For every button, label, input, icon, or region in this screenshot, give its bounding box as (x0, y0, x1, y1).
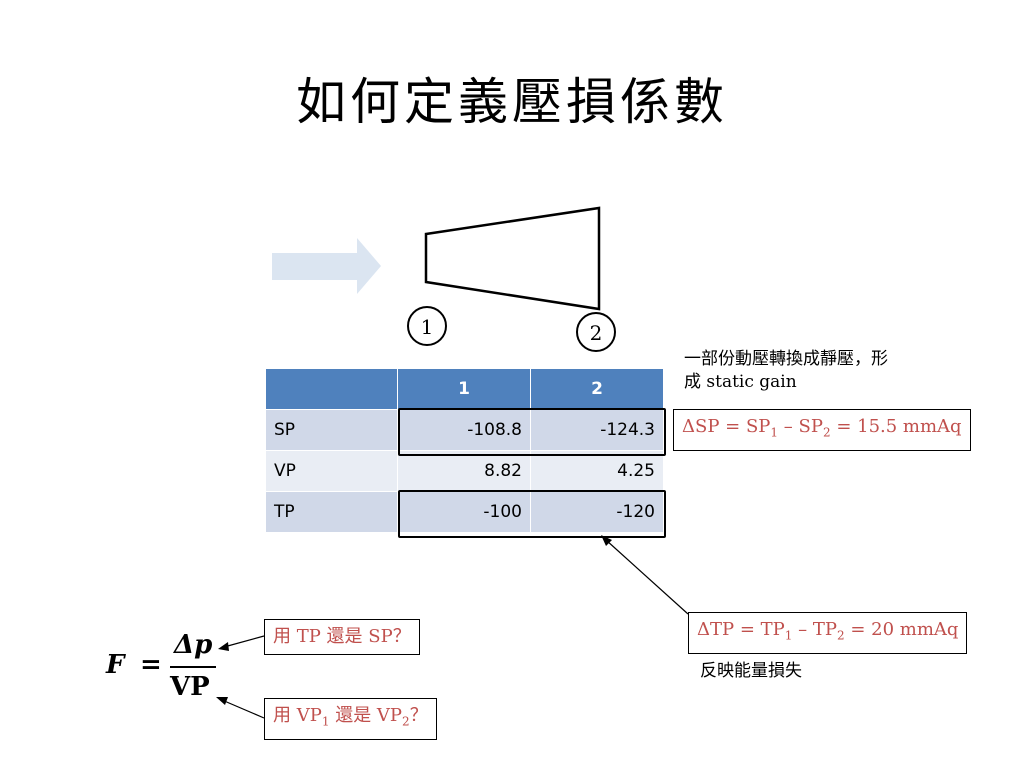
table-header-cell: 2 (530, 368, 664, 410)
table-cell: 4.25 (530, 450, 664, 492)
static-gain-line-1: 一部份動壓轉換成靜壓，形 (684, 349, 888, 369)
formula-denominator: VP (170, 672, 210, 702)
table-row: SP -108.8 -124.3 (265, 409, 664, 451)
station-1-label: 1 (421, 315, 434, 339)
table-header-row: 1 2 (265, 368, 664, 410)
delta-sp-equation: ΔSP = SP1 – SP2 = 15.5 mmAq (673, 409, 971, 451)
row-label: SP (265, 409, 398, 451)
delta-sp-part: – SP (778, 416, 823, 437)
energy-loss-note: 反映能量損失 (700, 661, 802, 681)
dp-pointer-line (223, 635, 265, 648)
delta-sp-part: = 15.5 mmAq (830, 416, 962, 437)
delta-sp-sub: 2 (822, 425, 831, 440)
vp-question-part: ？ (409, 705, 428, 726)
vp-question: 用 VP1 還是 VP2？ (264, 698, 437, 740)
page-title: 如何定義壓損係數 (296, 73, 728, 131)
row-label: TP (265, 491, 398, 533)
delta-sp-sub: 1 (770, 425, 779, 440)
station-2-label: 2 (590, 321, 603, 345)
table-row: VP 8.82 4.25 (265, 450, 664, 492)
delta-tp-sub: 2 (836, 628, 845, 643)
dp-pointer-arrowhead-icon (218, 642, 229, 651)
flow-arrow-icon (272, 238, 381, 294)
delta-sp-part: ΔSP = SP (682, 416, 771, 437)
formula-f: F (106, 650, 125, 680)
delta-tp-part: ΔTP = TP (697, 619, 785, 640)
delta-tp-part: = 20 mmAq (844, 619, 959, 640)
static-gain-note: 一部份動壓轉換成靜壓，形 成 static gain (684, 348, 888, 394)
delta-tp-equation: ΔTP = TP1 – TP2 = 20 mmAq (688, 612, 968, 654)
vp-pointer-line (221, 699, 265, 719)
formula-numerator: Δp (174, 630, 213, 660)
table-cell: -100 (397, 491, 531, 533)
diffuser-shape (424, 206, 601, 311)
table-cell: 8.82 (397, 450, 531, 492)
tp-or-sp-question: 用 TP 還是 SP？ (264, 619, 420, 655)
station-1-marker (407, 306, 447, 346)
row-label: VP (265, 450, 398, 492)
delta-tp-sub: 1 (784, 628, 793, 643)
vp-question-part: 還是 VP (329, 705, 403, 726)
table-row: TP -100 -120 (265, 491, 664, 533)
delta-tp-part: – TP (792, 619, 837, 640)
tp-pointer-line (605, 539, 689, 615)
table-cell: -108.8 (397, 409, 531, 451)
table-cell: -124.3 (530, 409, 664, 451)
vp-question-sub: 1 (321, 714, 330, 729)
table-header-cell: 1 (397, 368, 531, 410)
station-2-marker (576, 312, 616, 352)
table-cell: -120 (530, 491, 664, 533)
static-gain-line-2: 成 static gain (684, 372, 797, 392)
vp-question-sub: 2 (402, 714, 410, 729)
formula-eq: = (140, 650, 162, 680)
vp-question-part: 用 VP (273, 705, 322, 726)
table-header-cell (265, 368, 398, 410)
vp-pointer-arrowhead-icon (216, 697, 228, 705)
pressure-table: 1 2 SP -108.8 -124.3 VP 8.82 4.25 TP -10… (265, 368, 664, 533)
formula-lhs: F (106, 650, 124, 680)
